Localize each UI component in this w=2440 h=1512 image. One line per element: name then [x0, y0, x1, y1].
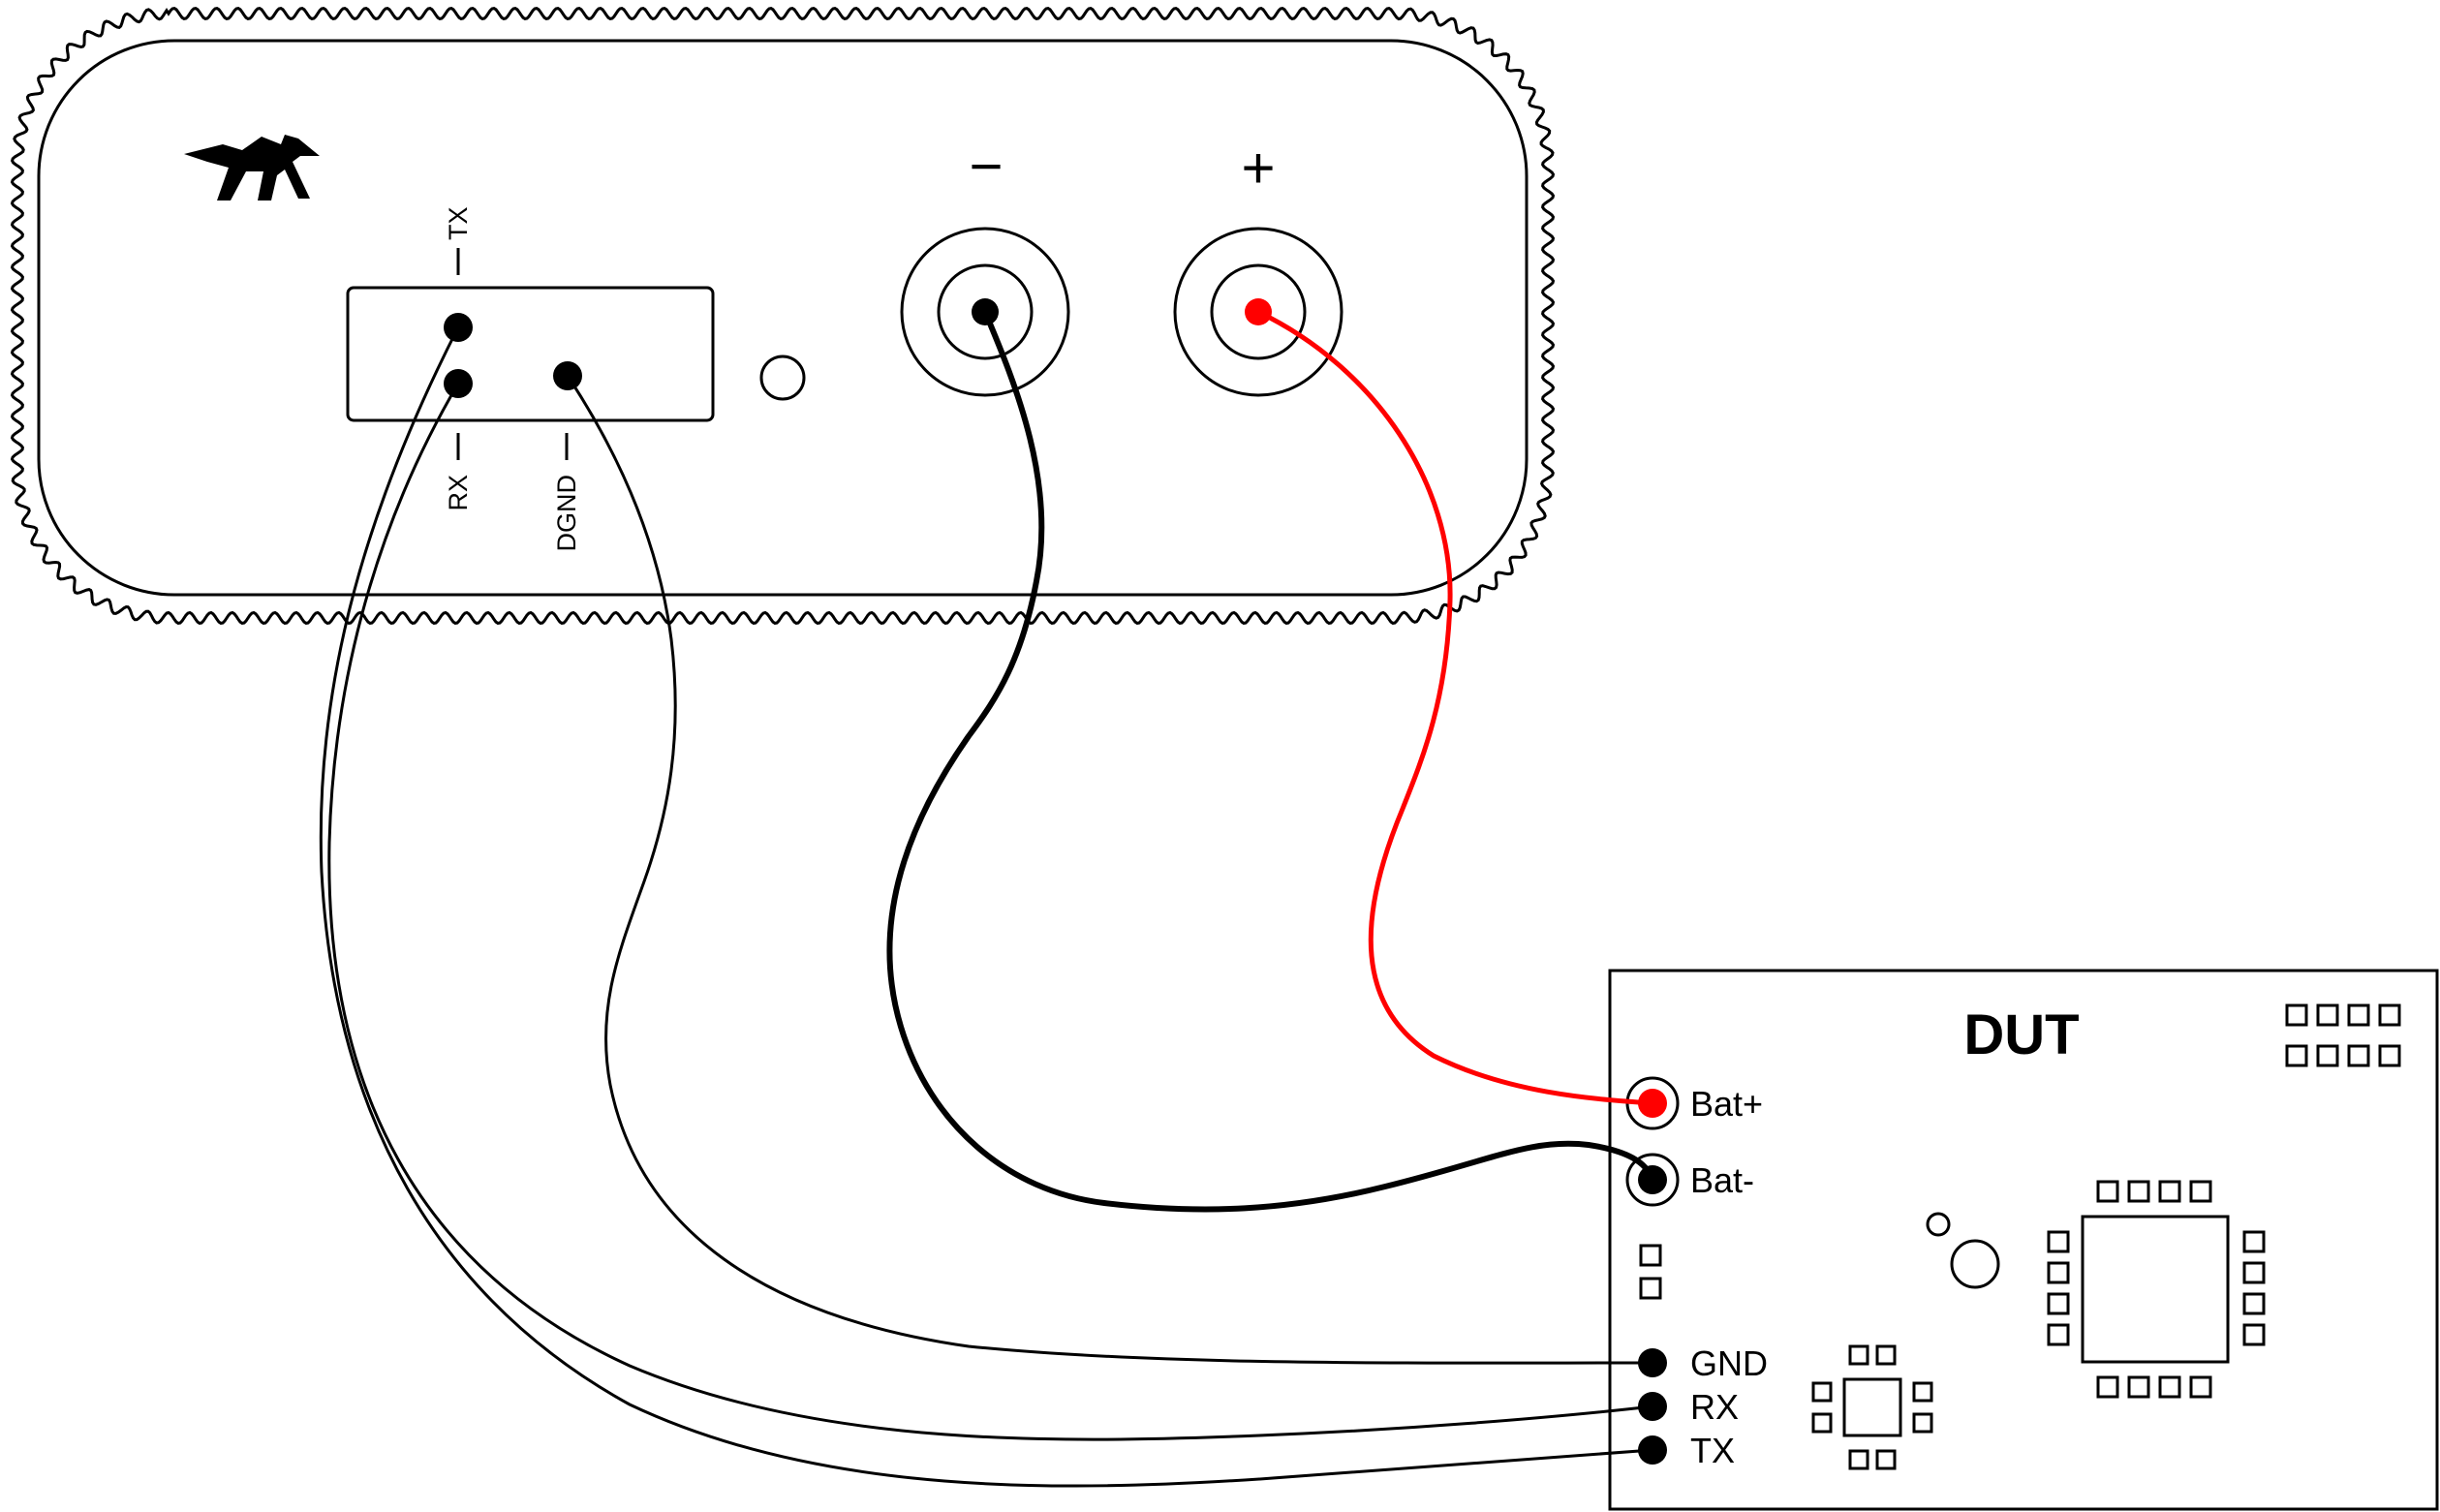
wire-rx — [327, 382, 1654, 1441]
pad-array — [2285, 1003, 2401, 1067]
indicator-led — [759, 355, 806, 401]
smd-pad — [1639, 1244, 1662, 1267]
wire-negative — [886, 309, 1655, 1213]
dut-gnd-label: GND — [1690, 1343, 1768, 1383]
bat-minus-label: Bat- — [1690, 1160, 1754, 1200]
dgnd-pin-label: DGND — [552, 475, 581, 552]
plus-label: + — [1241, 136, 1275, 201]
minus-label: − — [969, 134, 1003, 199]
bear-logo-icon — [184, 135, 320, 201]
serial-header-box — [346, 286, 715, 422]
power-supply-device: TX RX DGND − + — [10, 7, 1556, 625]
bat-plus-label: Bat+ — [1690, 1084, 1763, 1124]
wire-tx — [319, 325, 1654, 1488]
smd-pad — [1639, 1277, 1662, 1300]
wires — [319, 309, 1655, 1488]
via-small — [1926, 1212, 1951, 1237]
ic-large — [2047, 1180, 2266, 1399]
device-panel — [37, 39, 1529, 597]
dut-board-outline — [1608, 969, 2439, 1511]
tx-pin-label: TX — [444, 206, 473, 240]
dut-title: DUT — [1963, 1003, 2079, 1066]
via-large — [1950, 1239, 2000, 1289]
dut-rx-label: RX — [1690, 1387, 1739, 1427]
ic-small — [1811, 1344, 1933, 1470]
device-wavy-outline — [10, 7, 1556, 625]
dut-board: DUT Bat+ Bat- — [1608, 969, 2439, 1511]
wire-gnd — [566, 374, 1654, 1365]
rx-pin-label: RX — [444, 475, 473, 511]
wire-positive — [1255, 309, 1655, 1106]
dut-tx-label: TX — [1690, 1431, 1735, 1470]
